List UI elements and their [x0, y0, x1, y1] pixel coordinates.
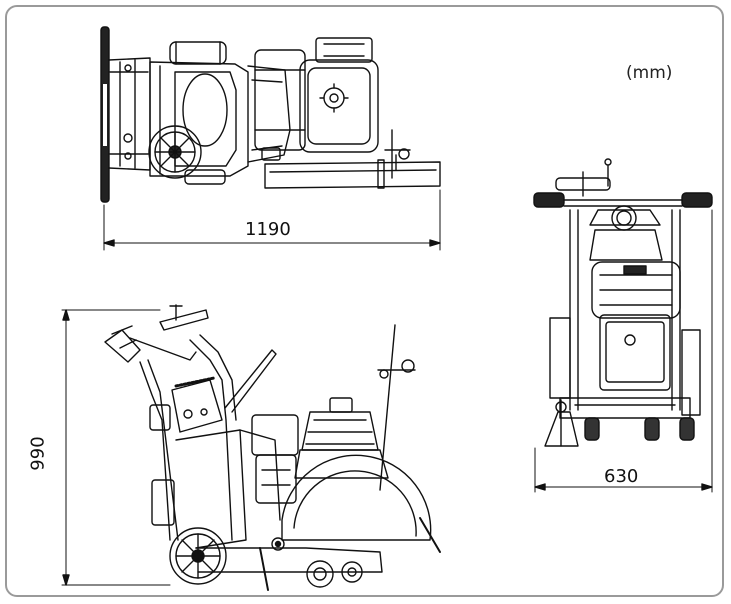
length-dimension-label: 1190 [245, 219, 291, 240]
diagram-frame [5, 5, 724, 597]
height-dimension-label: 990 [27, 436, 49, 471]
top-view [100, 26, 441, 251]
unit-label: (mm) [626, 63, 673, 83]
side-view [61, 304, 441, 591]
rear-view [533, 158, 713, 493]
width-dimension-label: 630 [604, 466, 639, 487]
